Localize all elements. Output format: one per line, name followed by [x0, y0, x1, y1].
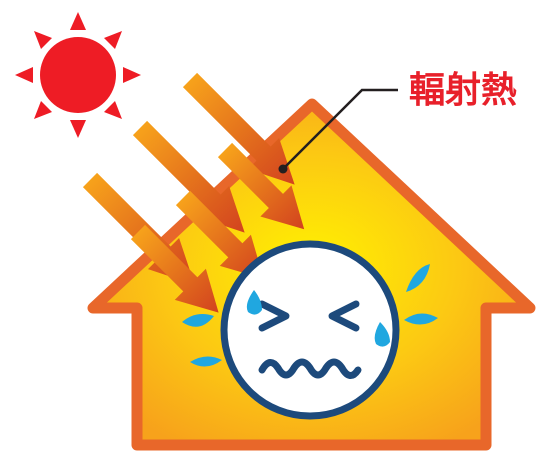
sweat-drop-icon — [182, 314, 214, 327]
sweat-drop-icon — [246, 290, 262, 315]
sweat-drop-icon — [190, 356, 222, 367]
wavy-mouth — [258, 358, 362, 379]
radiant-heat-arrow-icon — [217, 142, 305, 230]
radiant-heat-arrows — [82, 72, 305, 313]
radiant-heat-arrow-icon — [175, 190, 264, 279]
sweat-drop-icon — [404, 313, 438, 325]
radiant-heat-arrow-icon — [130, 224, 219, 313]
sun-icon — [15, 12, 141, 138]
sweat-drop-icon — [374, 322, 390, 347]
label-leader-line — [278, 88, 398, 174]
sweat-drops — [182, 264, 438, 367]
radiant-heat-label: 輻射熱 — [409, 70, 517, 111]
right-eye — [328, 300, 360, 332]
left-eye — [258, 300, 290, 332]
distressed-face-icon — [220, 240, 400, 420]
radiant-heat-arrow-icon — [132, 120, 245, 233]
radiant-heat-arrow-icon — [182, 72, 295, 185]
sweat-drop-icon — [406, 264, 430, 292]
